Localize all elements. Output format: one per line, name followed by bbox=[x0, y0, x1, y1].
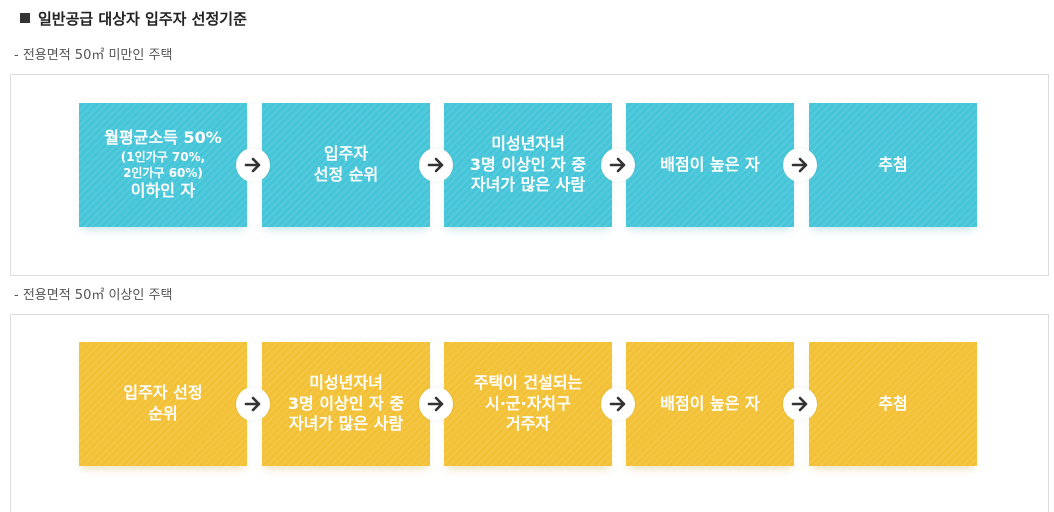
page-title: 일반공급 대상자 입주자 선정기준 bbox=[20, 8, 247, 28]
flow-step: 월평균소득 50% (1인가구 70%, 2인가구 60%) 이하인 자 bbox=[79, 103, 247, 227]
flow-step: 추첨 bbox=[809, 342, 977, 466]
arrow-right-icon bbox=[236, 387, 270, 421]
flow-step: 배점이 높은 자 bbox=[626, 342, 794, 466]
section-label-over-50: - 전용면적 50㎡ 이상인 주택 bbox=[14, 288, 173, 303]
step-line: 거주자 bbox=[505, 414, 551, 434]
step-line: 추첨 bbox=[878, 393, 908, 413]
step-line: 입주자 bbox=[323, 144, 369, 164]
flow-step: 미성년자녀 3명 이상인 자 중 자녀가 많은 사람 bbox=[444, 103, 612, 227]
step-line: 미성년자녀 bbox=[491, 133, 565, 153]
step-line: 자녀가 많은 사람 bbox=[288, 414, 404, 434]
page-title-text: 일반공급 대상자 입주자 선정기준 bbox=[38, 9, 247, 28]
step-line: 2인가구 60%) bbox=[123, 166, 203, 180]
step-line: 배점이 높은 자 bbox=[660, 154, 760, 174]
arrow-right-icon bbox=[783, 387, 817, 421]
flow-step: 주택이 건설되는 시·군·자치구 거주자 bbox=[444, 342, 612, 466]
step-line: 미성년자녀 bbox=[309, 372, 383, 392]
flow-step: 입주자 선정 순위 bbox=[262, 103, 430, 227]
step-line: 추첨 bbox=[878, 154, 908, 174]
flow-step: 미성년자녀 3명 이상인 자 중 자녀가 많은 사람 bbox=[262, 342, 430, 466]
arrow-right-icon bbox=[419, 387, 453, 421]
step-line: 자녀가 많은 사람 bbox=[470, 175, 586, 195]
step-line: 순위 bbox=[148, 404, 178, 423]
flow-step: 추첨 bbox=[809, 103, 977, 227]
arrow-right-icon bbox=[419, 148, 453, 182]
step-line: 3명 이상인 자 중 bbox=[287, 393, 405, 413]
step-line: 이하인 자 bbox=[130, 181, 196, 201]
step-line: 입주자 선정 bbox=[123, 383, 203, 403]
arrow-right-icon bbox=[236, 148, 270, 182]
step-line: 배점이 높은 자 bbox=[660, 393, 760, 413]
step-line: 시·군·자치구 bbox=[485, 393, 571, 413]
title-square-icon bbox=[20, 13, 30, 23]
flow-step: 배점이 높은 자 bbox=[626, 103, 794, 227]
step-line: 선정 순위 bbox=[313, 165, 379, 184]
step-line: 3명 이상인 자 중 bbox=[469, 154, 587, 174]
flow-step: 입주자 선정 순위 bbox=[79, 342, 247, 466]
step-line: 월평균소득 50% bbox=[104, 128, 222, 148]
step-line: (1인가구 70%, bbox=[120, 149, 206, 164]
arrow-right-icon bbox=[601, 387, 635, 421]
arrow-right-icon bbox=[783, 148, 817, 182]
section-label-under-50: - 전용면적 50㎡ 미만인 주택 bbox=[14, 48, 173, 63]
arrow-right-icon bbox=[601, 148, 635, 182]
step-line: 주택이 건설되는 bbox=[473, 372, 583, 392]
